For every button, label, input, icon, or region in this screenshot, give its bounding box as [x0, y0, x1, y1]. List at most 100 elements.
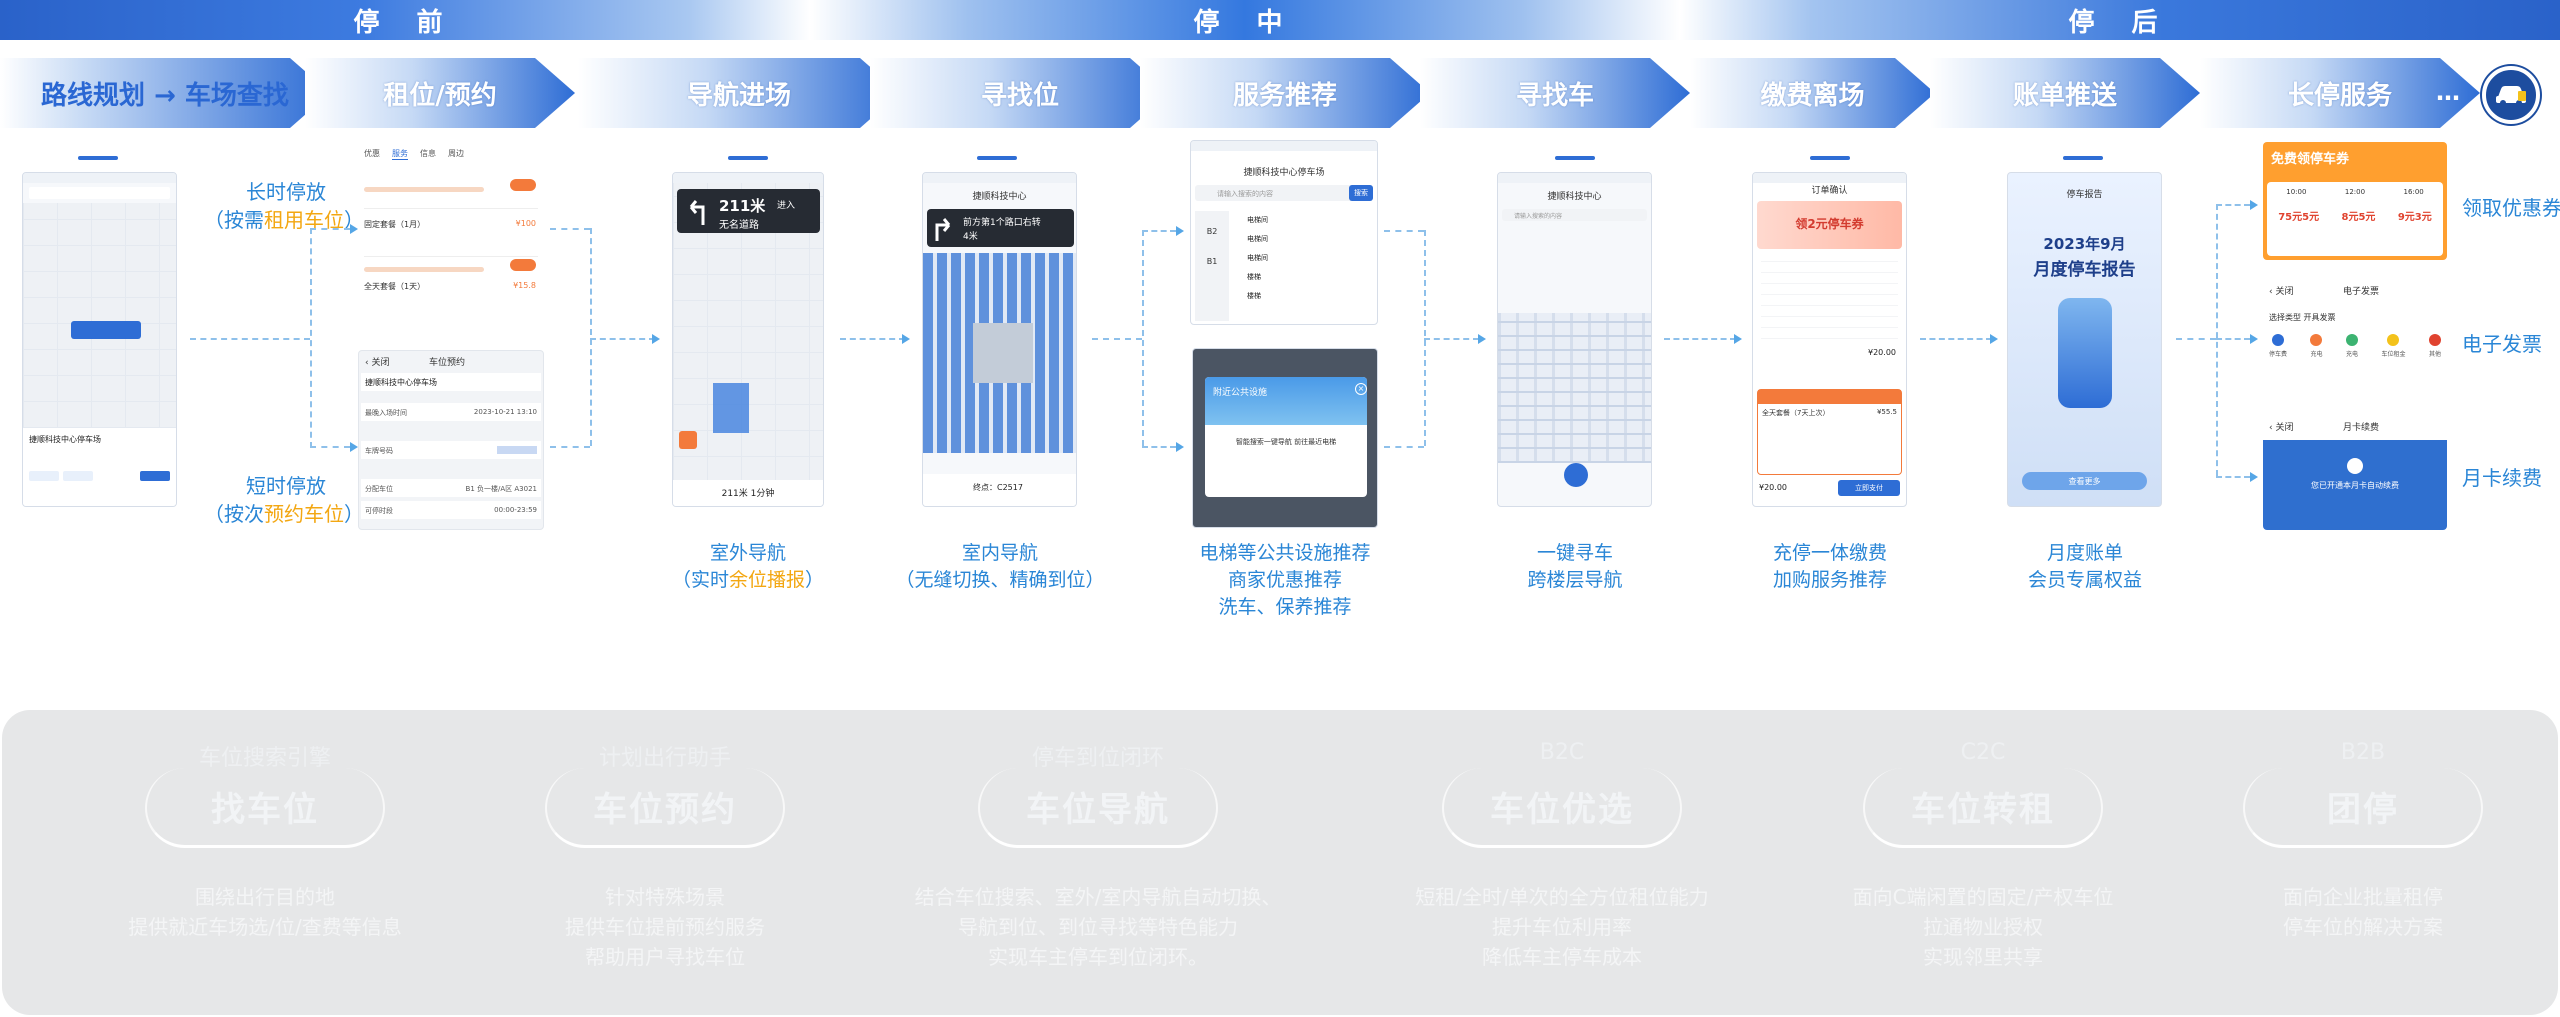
- close-button[interactable]: ‹ 关闭: [2269, 423, 2294, 433]
- buy-button[interactable]: [510, 179, 536, 191]
- nav-instruction-card: 前方第1个路口右转 4米: [927, 209, 1074, 247]
- phone-coupon: 免费领停车券 10:00 12:00 16:00 75元5元 8元5元 9元3元: [2263, 142, 2447, 260]
- connector: [310, 228, 350, 230]
- process-long-term-service[interactable]: 长停服务: [2200, 58, 2480, 128]
- list-item[interactable]: 电梯间: [1247, 254, 1268, 262]
- feature-pill[interactable]: 车位优选: [1442, 768, 1682, 848]
- caption-pay: 充停一体缴费 加购服务推荐: [1772, 542, 1887, 591]
- invoice-type-charge[interactable]: 充电: [2310, 334, 2323, 358]
- connector: [1142, 230, 1144, 446]
- connector: [190, 338, 310, 340]
- list-item[interactable]: 楼梯: [1247, 273, 1261, 281]
- turn-right-icon: [935, 218, 951, 241]
- buy-button[interactable]: [510, 259, 536, 271]
- stage-band: 停 前 停 中 停 后: [0, 0, 2560, 40]
- process-find-spot[interactable]: 寻找位: [870, 58, 1170, 128]
- map-view[interactable]: [23, 203, 176, 428]
- arrow-tip: [2250, 200, 2258, 210]
- label-coupon: 领取优惠券: [2462, 196, 2560, 220]
- map-popup[interactable]: [71, 321, 141, 339]
- find-car-button[interactable]: [1564, 463, 1588, 487]
- list-item[interactable]: 电梯间: [1247, 235, 1268, 243]
- phone-find-car: 捷顺科技中心 请输入搜索的内容: [1497, 172, 1652, 507]
- process-service-recommend[interactable]: 服务推荐: [1140, 58, 1430, 128]
- tab-service[interactable]: 服务: [392, 149, 408, 160]
- coupon-item[interactable]: 9元3元: [2397, 212, 2432, 223]
- connector: [2216, 338, 2250, 340]
- phone-report: 停车报告 2023年9月 月度停车报告 查看更多: [2007, 172, 2162, 507]
- addon-package[interactable]: 全天套餐（7天上次）¥55.5: [1757, 389, 1902, 475]
- phone-rent: 优惠 服务 信息 周边 固定套餐（1月） ¥100 全天套餐（1天） ¥15.8: [360, 145, 542, 320]
- feature-pill[interactable]: 车位预约: [545, 768, 785, 848]
- process-navigate-in[interactable]: 导航进场: [578, 58, 900, 128]
- arrival-time-row[interactable]: 最晚入场时间 2023-10-21 13:10: [361, 403, 541, 421]
- arrow-tip: [2250, 334, 2258, 344]
- view-more-button[interactable]: 查看更多: [2022, 472, 2147, 490]
- invoice-type-charge-2[interactable]: 充电: [2345, 334, 2358, 358]
- process-pay-exit[interactable]: 缴费离场: [1690, 58, 1935, 128]
- tab-nearby[interactable]: 周边: [448, 149, 464, 158]
- search-button[interactable]: 搜索: [1349, 185, 1373, 201]
- close-button[interactable]: ‹ 关闭: [365, 358, 390, 368]
- phone-pay: 订单确认 领2元停车券 ¥20.00 全天套餐（7天上次）¥55.5 ¥20.0…: [1752, 172, 1907, 507]
- floor-list[interactable]: B2 B1: [1195, 211, 1229, 321]
- phone-indicator: [1810, 156, 1850, 160]
- coupon-banner[interactable]: 领2元停车券: [1757, 201, 1902, 249]
- turn-left-icon: [689, 200, 705, 225]
- report-illustration: [2058, 298, 2112, 408]
- period-row[interactable]: 可停时段 00:00-23:59: [361, 501, 541, 519]
- stage-during: 停 中: [810, 0, 1680, 40]
- coupon-item[interactable]: 8元5元: [2341, 212, 2376, 223]
- more-dots: …: [2436, 78, 2460, 106]
- coupon-item[interactable]: 75元5元: [2278, 212, 2320, 223]
- feature-pill[interactable]: 团停: [2243, 768, 2483, 848]
- connector: [1424, 338, 1479, 340]
- feature-pill[interactable]: 找车位: [145, 768, 385, 848]
- spot-row[interactable]: 分配车位 B1 负一楼/A区 A3021: [361, 479, 541, 497]
- process-flow: 路线规划 → 车场查找 租位/预约 导航进场 寻找位 服务推荐 寻找车 缴费离场…: [0, 58, 2560, 128]
- navigate-button[interactable]: [140, 471, 170, 481]
- process-bill-push[interactable]: 账单推送: [1930, 58, 2200, 128]
- close-button[interactable]: ‹ 关闭: [2269, 287, 2294, 297]
- elevator-dialog: 附近公共设施 智能搜索一键导航 前往最近电梯: [1205, 377, 1367, 497]
- phone-service-list: 捷顺科技中心停车场 请输入搜索的内容 搜索 B2 B1 电梯间 电梯间 电梯间 …: [1190, 140, 1378, 325]
- tab-info[interactable]: 信息: [420, 149, 436, 158]
- search-input[interactable]: 请输入搜索的内容: [1195, 185, 1373, 201]
- phone-indicator: [728, 156, 768, 160]
- coupon-list: 10:00 12:00 16:00 75元5元 8元5元 9元3元: [2267, 182, 2443, 256]
- lot-card[interactable]: 捷顺科技中心停车场: [23, 428, 176, 506]
- connector: [1664, 338, 1736, 340]
- pay-button[interactable]: 立即支付: [1838, 480, 1900, 496]
- invoice-type-rent[interactable]: 车位租金: [2381, 334, 2405, 358]
- list-item[interactable]: 楼梯: [1247, 292, 1261, 300]
- process-route-planning[interactable]: 路线规划 → 车场查找: [0, 58, 330, 128]
- stage-after: 停 后: [1680, 0, 2560, 40]
- floor-b2[interactable]: B2: [1206, 227, 1218, 236]
- process-rent-reserve[interactable]: 租位/预约: [305, 58, 575, 128]
- search-input[interactable]: 请输入搜索的内容: [1502, 209, 1647, 221]
- rent-option[interactable]: 全天套餐（1天） ¥15.8: [364, 259, 538, 301]
- rent-option[interactable]: 固定套餐（1月） ¥100: [364, 215, 538, 257]
- close-icon[interactable]: ×: [1355, 383, 1367, 395]
- connector: [590, 228, 592, 446]
- process-find-car[interactable]: 寻找车: [1420, 58, 1690, 128]
- invoice-type-other[interactable]: 其他: [2428, 334, 2441, 358]
- facility-list: 电梯间 电梯间 电梯间 楼梯 楼梯: [1247, 211, 1369, 306]
- invoice-type-parking[interactable]: 停车费: [2269, 334, 2287, 358]
- connector: [550, 228, 590, 230]
- arrow-tip: [1990, 334, 1998, 344]
- tab-discount[interactable]: 优惠: [364, 149, 380, 158]
- plate-row[interactable]: 车牌号码: [361, 441, 541, 459]
- stage-before: 停 前: [0, 0, 810, 40]
- feature-pill[interactable]: 车位导航: [978, 768, 1218, 848]
- floor-b1[interactable]: B1: [1206, 257, 1218, 266]
- connector: [1920, 338, 1992, 340]
- connector: [310, 228, 312, 448]
- feature-pill[interactable]: 车位转租: [1863, 768, 2103, 848]
- caption-service: 电梯等公共设施推荐 商家优惠推荐 洗车、保养推荐: [1199, 542, 1371, 618]
- connector: [590, 338, 655, 340]
- search-bar[interactable]: [29, 187, 170, 199]
- map-view[interactable]: [673, 183, 823, 483]
- 3d-map[interactable]: [1498, 313, 1651, 463]
- list-item[interactable]: 电梯间: [1247, 216, 1268, 224]
